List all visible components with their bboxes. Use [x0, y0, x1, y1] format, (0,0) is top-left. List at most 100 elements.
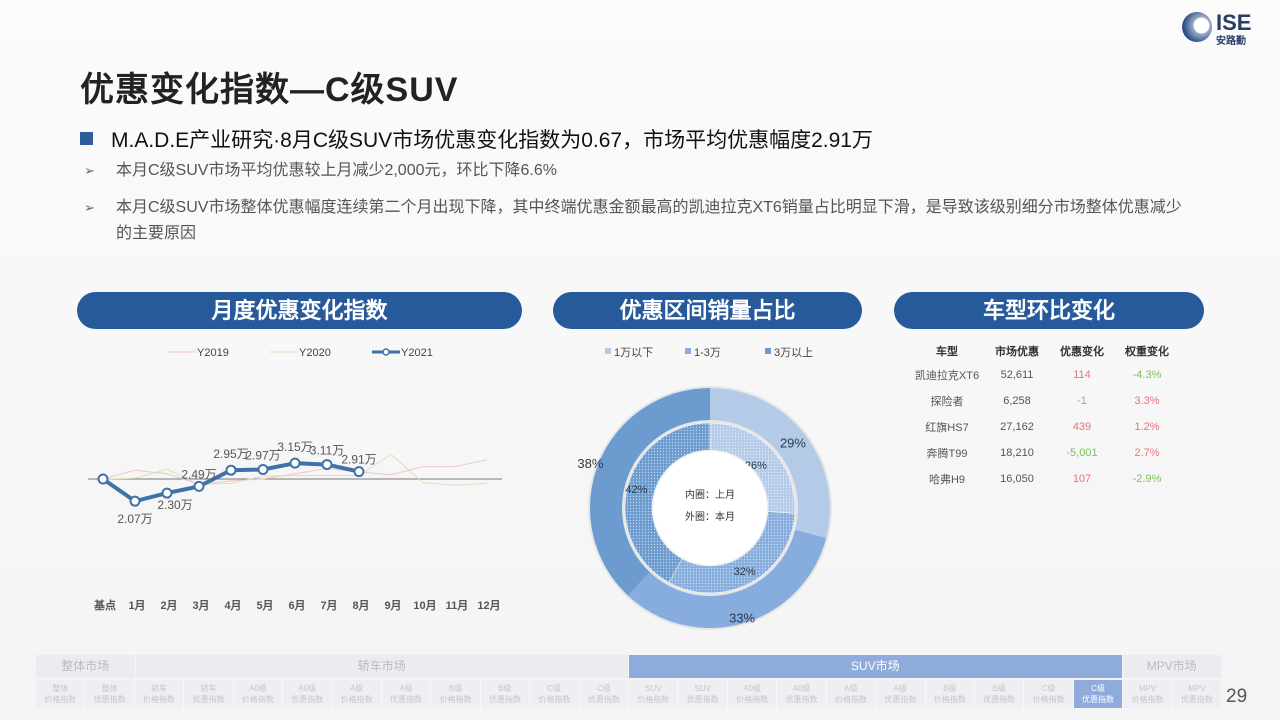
nav-item-label: 优惠指数 — [390, 695, 423, 704]
nav-item-tab[interactable]: B级价格指数 — [431, 680, 481, 708]
nav-item-tab[interactable]: A0级价格指数 — [233, 680, 284, 708]
x-tick-label: 9月 — [384, 599, 401, 612]
nav-item-tab[interactable]: 整体优惠指数 — [85, 680, 135, 708]
legend-label: Y2019 — [197, 347, 229, 359]
nav-item-label: 轿车 — [200, 684, 217, 693]
nav-item-tab[interactable]: A0级优惠指数 — [777, 680, 827, 708]
legend-label: 1万以下 — [614, 347, 653, 359]
nav-item-tab[interactable]: B级优惠指数 — [480, 680, 531, 708]
data-point — [225, 464, 237, 476]
nav-item-tab[interactable]: 轿车价格指数 — [134, 680, 185, 708]
nav-group-tab[interactable]: 轿车市场 — [135, 655, 629, 678]
nav-item-label: B级 — [448, 684, 463, 693]
panel-header-line: 月度优惠变化指数 — [77, 292, 522, 329]
model-name: 凯迪拉克XT6 — [914, 370, 980, 382]
nav-item-label: 价格指数 — [340, 695, 373, 704]
nav-item-tab[interactable]: A级价格指数 — [826, 680, 877, 708]
slice-label: 42% — [625, 484, 647, 496]
legend-label: 3万以上 — [774, 346, 813, 359]
nav-item-label: 价格指数 — [44, 695, 77, 704]
nav-item-label: 价格指数 — [143, 695, 176, 704]
nav-item-label: 优惠指数 — [489, 695, 521, 704]
nav-item-label: 价格指数 — [1131, 695, 1164, 704]
nav-item-tab[interactable]: A0级优惠指数 — [283, 680, 333, 708]
model-name: 红旗HS7 — [925, 422, 969, 434]
inner-slice — [624, 422, 711, 583]
nav-item-label: A0级 — [298, 684, 317, 693]
nav-item-label: B级 — [943, 684, 957, 693]
nav-item-tab[interactable]: C级优惠指数 — [579, 680, 630, 708]
nav-item-tab[interactable]: A级优惠指数 — [381, 680, 432, 708]
x-tick-label: 10月 — [413, 599, 436, 612]
nav-item-label: 优惠指数 — [192, 695, 225, 704]
nav-item-tab[interactable]: C级价格指数 — [530, 680, 580, 708]
nav-item-tab[interactable]: A级优惠指数 — [876, 680, 926, 708]
summary-point-text: 本月C级SUV市场平均优惠较上月减少2,000元，环比下降6.6% — [116, 162, 557, 179]
nav-group-tab[interactable]: MPV市场 — [1122, 655, 1222, 678]
nav-item-label: B级 — [498, 684, 512, 693]
x-tick-label: 12月 — [477, 599, 500, 612]
data-label: 3.15万 — [277, 440, 312, 454]
data-point — [353, 466, 365, 478]
discount-change: 439 — [1072, 421, 1092, 433]
slice-label: 32% — [734, 566, 756, 578]
nav-item-tab[interactable]: C级价格指数 — [1024, 680, 1074, 708]
nav-item-label: 优惠指数 — [93, 695, 126, 704]
x-tick-label: 1月 — [128, 599, 145, 612]
weight-change: -2.9% — [1132, 473, 1162, 485]
nav-item-label: 价格指数 — [241, 695, 274, 704]
nav-item-label: A级 — [844, 684, 858, 693]
nav-item-tab[interactable]: 轿车优惠指数 — [184, 680, 234, 708]
nav-item-label: 价格指数 — [1032, 695, 1065, 704]
table-header: 车型市场优惠优惠变化权重变化 — [912, 340, 1182, 362]
nav-item-label: MPV — [1188, 684, 1206, 693]
outer-slice — [590, 388, 710, 596]
nav-item-tab[interactable]: 整体价格指数 — [36, 680, 86, 708]
nav-item-label: A0级 — [743, 684, 762, 693]
center-text: 内圈：上月 — [685, 488, 735, 501]
market-discount: 18,210 — [1000, 447, 1034, 459]
main-summary: M.A.D.E产业研究·8月C级SUV市场优惠变化指数为0.67，市场平均优惠幅… — [80, 124, 873, 154]
nav-item-tab[interactable]: A0级价格指数 — [727, 680, 778, 708]
nav-item-label: 优惠指数 — [1082, 695, 1115, 704]
nav-item-tab[interactable]: A级价格指数 — [332, 680, 382, 708]
x-tick-label: 4月 — [224, 599, 241, 612]
market-discount: 27,162 — [1000, 421, 1034, 433]
nav-item-label: A0级 — [249, 684, 267, 693]
column-header: 市场优惠 — [995, 346, 1039, 358]
nav-item-label: SUV — [694, 684, 711, 693]
nav-item-tab[interactable]: C级优惠指数 — [1073, 680, 1124, 708]
nav-item-label: A0级 — [792, 684, 811, 693]
x-tick-label: 5月 — [256, 599, 273, 612]
market-discount: 16,050 — [1000, 473, 1034, 485]
legend-item: Y2021 — [372, 347, 433, 359]
nav-item-label: 整体 — [52, 684, 69, 693]
data-label: 2.91万 — [341, 453, 376, 467]
discount-change: 114 — [1073, 369, 1091, 381]
nav-item-label: 价格指数 — [439, 695, 472, 704]
column-header: 车型 — [936, 346, 958, 358]
x-tick-label: 3月 — [192, 599, 209, 612]
weight-change: 3.3% — [1134, 395, 1160, 407]
summary-point-text: 本月C级SUV市场整体优惠幅度连续第二个月出现下降，其中终端优惠金额最高的凯迪拉… — [116, 199, 1182, 242]
nav-group-tab[interactable]: 整体市场 — [36, 655, 136, 678]
nav-group-tab[interactable]: SUV市场 — [629, 655, 1123, 678]
weight-change: -4.3% — [1132, 369, 1162, 381]
market-discount: 52,611 — [1000, 369, 1034, 381]
nav-item-tab[interactable]: B级价格指数 — [925, 680, 976, 708]
data-point — [289, 457, 301, 469]
legend-item: 1万以下 — [605, 347, 653, 359]
weight-change: 2.7% — [1134, 447, 1160, 459]
nav-item-label: C级 — [547, 684, 562, 693]
discount-change: -5,001 — [1066, 447, 1098, 459]
nav-item-tab[interactable]: B级优惠指数 — [975, 680, 1025, 708]
data-label: 2.07万 — [117, 512, 152, 526]
